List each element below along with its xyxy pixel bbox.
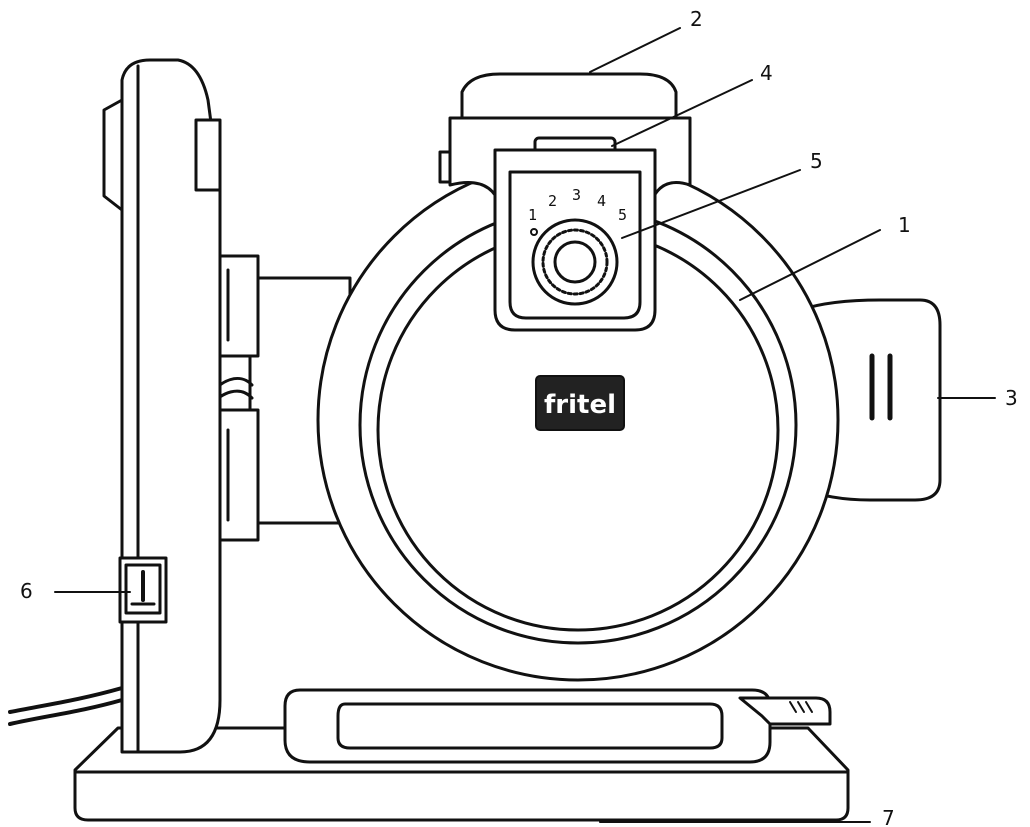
callout-2: 2: [690, 7, 703, 31]
brand-logo-text: fritel: [544, 390, 616, 420]
callout-1: 1: [898, 213, 911, 237]
dial-scale: 1 2 3 4 5: [528, 186, 627, 224]
power-switch[interactable]: [124, 563, 162, 615]
thermostat-dial[interactable]: [493, 148, 657, 332]
dial-number-2: 2: [548, 192, 557, 210]
callout-6: 6: [20, 579, 33, 603]
power-cord: [8, 686, 124, 714]
dial-number-5: 5: [618, 206, 627, 224]
callout-lines: [54, 27, 996, 823]
leader-line-4: [611, 79, 753, 147]
leader-line-1: [739, 229, 881, 301]
leader-line-5: [621, 169, 801, 239]
callout-5: 5: [810, 149, 823, 173]
callout-3: 3: [1005, 386, 1018, 410]
dial-number-4: 4: [597, 192, 606, 210]
callout-labels: 2 4 5 1 3 6 7: [20, 7, 1018, 827]
brand-logo: fritel: [535, 375, 625, 431]
drip-tray: [283, 688, 832, 764]
callout-4: 4: [760, 61, 773, 85]
callout-7: 7: [882, 806, 895, 827]
dial-number-3: 3: [572, 186, 581, 204]
dial-number-1: 1: [528, 206, 537, 224]
leader-line-2: [589, 27, 681, 73]
top-lid[interactable]: [460, 72, 678, 120]
side-column: [102, 58, 222, 754]
